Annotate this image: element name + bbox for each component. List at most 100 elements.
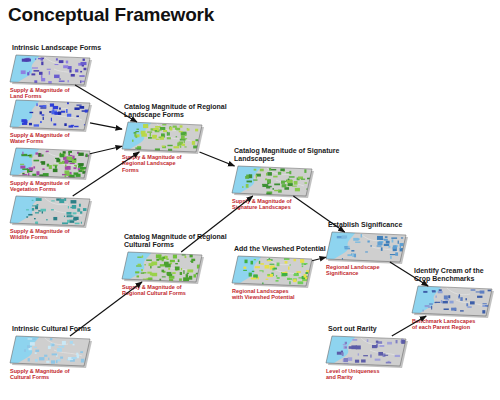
map-thumbnail: [412, 286, 492, 316]
map-content: [326, 232, 406, 262]
map-patch: [73, 218, 76, 221]
map-patch: [378, 352, 383, 356]
map-patch: [60, 357, 63, 359]
map-patch: [28, 338, 33, 339]
map-patch: [253, 275, 257, 278]
map-patch: [288, 179, 290, 181]
map-content: [122, 122, 202, 152]
map-patch: [296, 271, 301, 273]
map-content: [326, 336, 406, 366]
map-patch: [343, 359, 348, 362]
map-content: [10, 196, 90, 226]
map-thumbnail: [122, 122, 202, 152]
map-patch: [483, 303, 487, 304]
map-patch: [66, 61, 68, 64]
map-patch: [36, 198, 42, 201]
map-patch: [267, 183, 269, 184]
map-patch: [40, 107, 46, 108]
map-patch: [135, 134, 139, 137]
map-patch: [370, 355, 371, 358]
map-step: Catalog Magnitude of Signature Landscape…: [232, 166, 312, 196]
map-patch: [24, 349, 26, 352]
map-patch: [343, 346, 346, 349]
map-patch: [29, 112, 33, 113]
map-patch: [21, 70, 26, 74]
map-patch: [42, 114, 45, 115]
map-patch: [179, 131, 183, 132]
map-patch: [386, 241, 390, 244]
map-patch: [162, 124, 166, 125]
map-patch: [267, 172, 272, 176]
map-patch: [36, 103, 37, 106]
map-patch: [33, 70, 39, 71]
map-patch: [277, 263, 280, 267]
map-patch: [55, 165, 57, 168]
map-patch: [361, 234, 362, 237]
map-patch: [29, 71, 30, 73]
map-patch: [141, 269, 143, 271]
map-patch: [51, 118, 52, 122]
map-patch: [344, 363, 349, 367]
map-patch: [80, 80, 81, 83]
map-patch: [342, 235, 347, 238]
map-patch: [470, 301, 475, 304]
map-patch: [65, 160, 69, 164]
step-heading: Catalog Magnitude of Signature Landscape…: [234, 147, 344, 163]
map-patch: [78, 170, 82, 172]
map-patch: [337, 352, 341, 355]
map-patch: [192, 141, 195, 145]
map-base: [326, 232, 406, 262]
map-patch: [165, 264, 171, 268]
map-patch: [281, 181, 285, 184]
map-patch: [159, 137, 162, 138]
map-outline: [10, 148, 90, 178]
map-step: Catalog Magnitude of Regional Cultural F…: [122, 252, 202, 282]
map-base: [122, 252, 202, 282]
map-patch: [22, 123, 27, 125]
step-caption: Supply & Magnitude of Cultural Forms: [10, 368, 74, 381]
map-patch: [162, 270, 165, 273]
map-patch: [442, 301, 447, 303]
map-patch: [303, 263, 307, 264]
map-patch: [355, 242, 360, 243]
map-patch: [84, 68, 87, 70]
map-patch: [162, 276, 166, 277]
map-patch: [76, 115, 79, 117]
map-outline: [10, 336, 90, 366]
map-outline: [10, 55, 90, 85]
map-patch: [255, 266, 260, 268]
map-patch: [256, 175, 257, 179]
map-patch: [294, 181, 298, 185]
map-patch: [167, 137, 171, 139]
map-patch: [282, 273, 288, 276]
map-patch: [449, 301, 453, 304]
map-patch: [81, 359, 84, 363]
map-patch: [395, 355, 400, 357]
map-base: [10, 55, 90, 85]
map-patch: [243, 267, 246, 269]
map-patch: [59, 153, 65, 156]
map-patch: [344, 358, 348, 362]
map-patch: [176, 136, 177, 137]
map-patch: [135, 136, 137, 138]
map-patch: [50, 343, 54, 346]
map-patch: [62, 346, 64, 348]
map-patch: [49, 111, 51, 113]
map-patch: [306, 270, 310, 273]
map-patch: [254, 259, 256, 260]
map-patch: [41, 161, 45, 165]
flow-arrow: [90, 146, 122, 153]
map-patch: [35, 352, 37, 354]
step-heading: Intrinsic Cultural Forms: [12, 325, 122, 333]
map-patch: [27, 72, 29, 75]
map-patch: [69, 220, 73, 221]
map-patch: [451, 308, 456, 311]
map-base: [10, 148, 90, 178]
map-patch: [265, 178, 267, 180]
map-step: Identify Cream of the Crop BenchmarksBen…: [412, 286, 492, 316]
map-patch: [358, 353, 359, 355]
map-patch: [20, 166, 25, 169]
map-patch: [445, 299, 449, 301]
map-patch: [36, 171, 39, 175]
